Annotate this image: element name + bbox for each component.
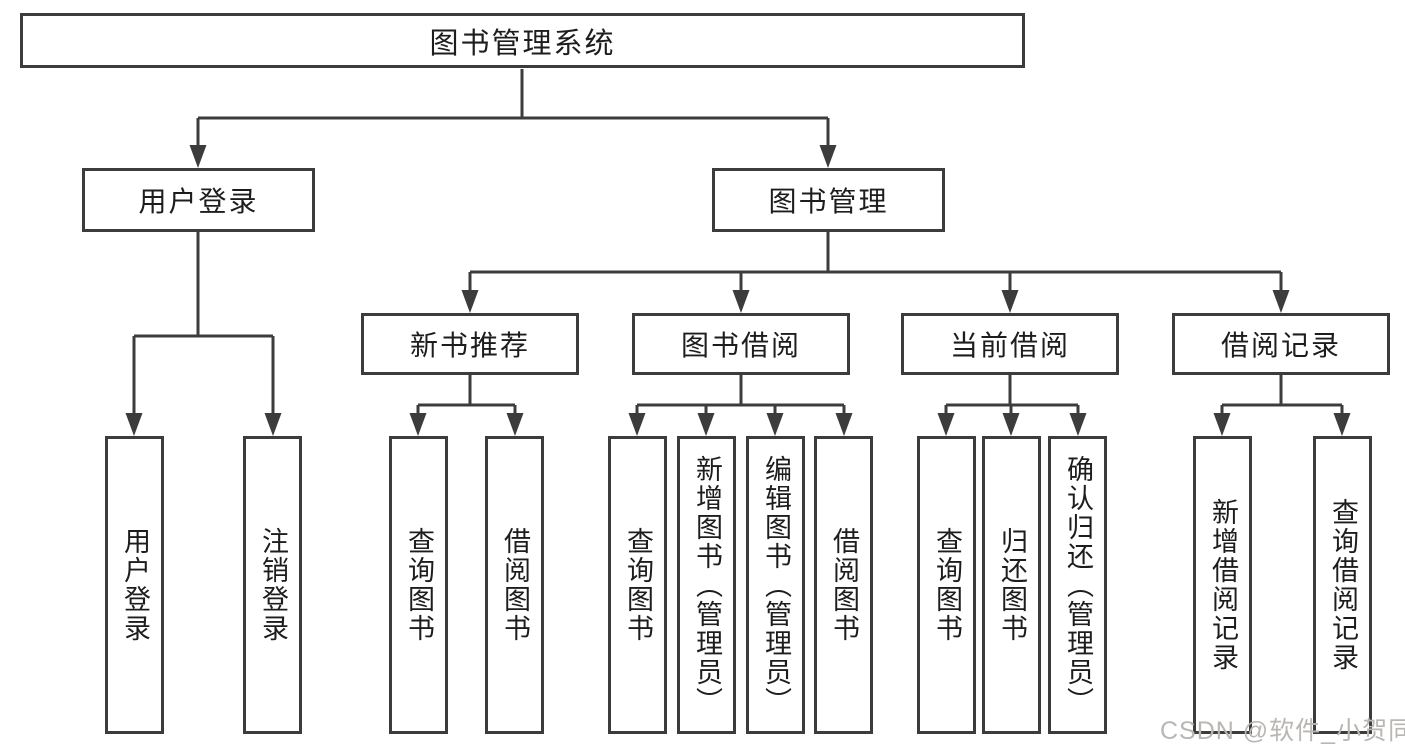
leaf-edit-book-admin: 编辑图书（管理员） (746, 436, 805, 734)
node-new-book-recommendation: 新书推荐 (361, 313, 579, 375)
node-book-management: 图书管理 (712, 168, 945, 232)
leaf-query-books-borrowing-label: 查询图书 (623, 527, 653, 643)
leaf-query-books-recommend: 查询图书 (389, 436, 448, 734)
leaf-query-books-recommend-label: 查询图书 (404, 527, 434, 643)
leaf-query-books-borrowing: 查询图书 (608, 436, 667, 734)
leaf-query-books-current: 查询图书 (917, 436, 976, 734)
leaf-borrow-books-recommend: 借阅图书 (485, 436, 544, 734)
leaf-add-borrow-record: 新增借阅记录 (1193, 436, 1252, 734)
leaf-confirm-return-admin-label: 确认归还（管理员） (1063, 454, 1093, 716)
leaf-query-borrow-record: 查询借阅记录 (1313, 436, 1372, 734)
node-library-management-system: 图书管理系统 (20, 13, 1025, 68)
node-borrowing-records: 借阅记录 (1172, 313, 1390, 375)
leaf-add-book-admin-label: 新增图书（管理员） (692, 454, 722, 716)
leaf-query-books-current-label: 查询图书 (932, 527, 962, 643)
leaf-user-login: 用户登录 (105, 436, 164, 734)
csdn-watermark: CSDN @软件_小贺同学 (1160, 717, 1405, 745)
node-user-login: 用户登录 (82, 168, 315, 232)
leaf-return-books: 归还图书 (982, 436, 1041, 734)
leaf-return-books-label: 归还图书 (997, 527, 1027, 643)
leaf-confirm-return-admin: 确认归还（管理员） (1048, 436, 1107, 734)
node-book-borrowing: 图书借阅 (632, 313, 850, 375)
leaf-logout: 注销登录 (243, 436, 302, 734)
leaf-user-login-label: 用户登录 (120, 527, 150, 643)
leaf-edit-book-admin-label: 编辑图书（管理员） (761, 454, 791, 716)
leaf-add-borrow-record-label: 新增借阅记录 (1208, 498, 1238, 672)
leaf-borrow-books-borrowing: 借阅图书 (814, 436, 873, 734)
leaf-borrow-books-recommend-label: 借阅图书 (500, 527, 530, 643)
leaf-add-book-admin: 新增图书（管理员） (677, 436, 736, 734)
node-current-borrowing: 当前借阅 (901, 313, 1119, 375)
leaf-query-borrow-record-label: 查询借阅记录 (1328, 498, 1358, 672)
leaf-logout-label: 注销登录 (258, 527, 288, 643)
leaf-borrow-books-borrowing-label: 借阅图书 (829, 527, 859, 643)
